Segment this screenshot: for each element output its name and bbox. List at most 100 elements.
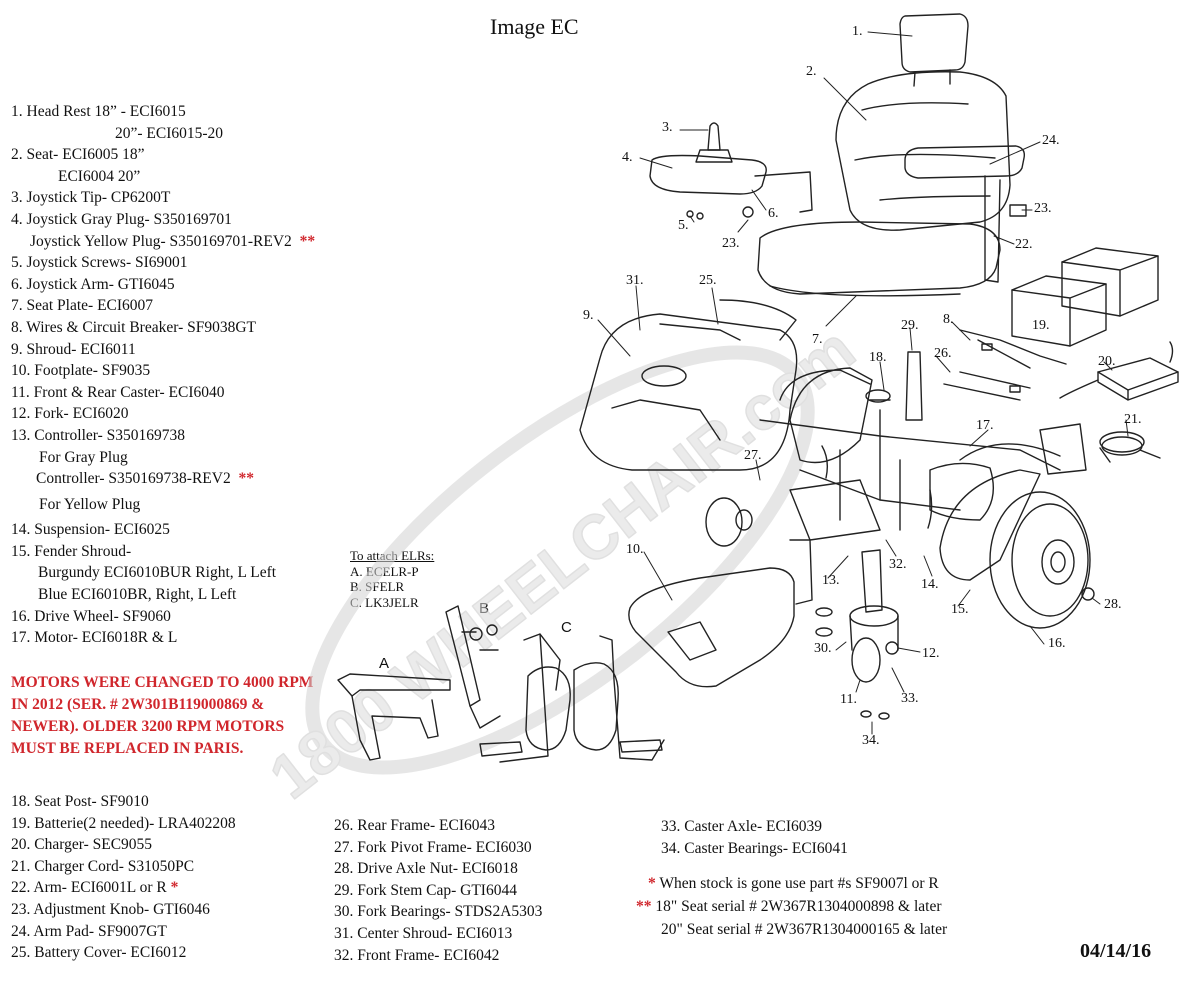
- callout-21: 21.: [1124, 412, 1142, 427]
- single-star-mark: *: [648, 875, 656, 892]
- chassis-frame: [759, 351, 1087, 541]
- part-17: 17. Motor- ECI6018R & L: [11, 629, 178, 647]
- callout-23b: 23.: [722, 236, 740, 251]
- part-19: 19. Batterie(2 needed)- LRA402208: [11, 814, 236, 832]
- part-14: 14. Suspension- ECI6025: [11, 521, 170, 539]
- part-15-blue: Blue ECI6010BR, Right, L Left: [38, 586, 237, 604]
- part-7: 7. Seat Plate- ECI6007: [11, 297, 154, 315]
- part-27: 27. Fork Pivot Frame- ECI6030: [334, 838, 532, 856]
- part-32: 32. Front Frame- ECI6042: [334, 946, 500, 964]
- callout-11: 11.: [840, 692, 857, 707]
- callout-30: 30.: [814, 641, 832, 656]
- part-6: 6. Joystick Arm- GTI6045: [11, 275, 175, 293]
- part-28: 28. Drive Axle Nut- ECI6018: [334, 860, 518, 878]
- parts-list-left: 1. Head Rest 18” - ECI6015 20”- ECI6015-…: [11, 101, 315, 649]
- joystick-arm: [649, 122, 813, 220]
- callout-leaders: [597, 31, 1129, 735]
- part-13-alt: Controller- S350169738-REV2 **: [36, 470, 254, 488]
- note-2: ** 18" Seat serial # 2W367R1304000898 & …: [636, 898, 942, 915]
- callout-1: 1.: [852, 24, 863, 39]
- callout-15: 15.: [951, 602, 969, 617]
- part-4-alt: Joystick Yellow Plug- S350169701-REV2 **: [30, 232, 316, 250]
- serial-notes: * When stock is gone use part #s SF9007l…: [636, 872, 947, 941]
- footplate: [628, 539, 813, 688]
- callout-3: 3.: [662, 120, 673, 135]
- callout-12: 12.: [922, 646, 940, 661]
- part-25: 25. Battery Cover- ECI6012: [11, 944, 187, 962]
- callout-5: 5.: [678, 218, 689, 233]
- part-22: 22. Arm- ECI6001L or R *: [11, 879, 179, 897]
- callout-23a: 23.: [1034, 201, 1052, 216]
- part-4: 4. Joystick Gray Plug- S350169701: [11, 210, 232, 228]
- callout-18: 18.: [869, 350, 887, 365]
- callout-28: 28.: [1104, 597, 1122, 612]
- callout-7: 7.: [812, 332, 823, 347]
- head-rest: [899, 13, 969, 87]
- callout-34: 34.: [862, 733, 880, 748]
- part-16: 16. Drive Wheel- SF9060: [11, 607, 171, 625]
- callout-10: 10.: [626, 542, 644, 557]
- part-26: 26. Rear Frame- ECI6043: [334, 817, 495, 834]
- callout-32: 32.: [889, 557, 907, 572]
- revision-date: 04/14/16: [1080, 940, 1152, 962]
- elr-letter-b: B: [479, 600, 490, 617]
- note-1: * When stock is gone use part #s SF9007l…: [648, 875, 939, 892]
- parts-list-bottom-left: 18. Seat Post- SF9010 19. Batterie(2 nee…: [11, 791, 236, 964]
- rear-drive-wheel: [789, 367, 873, 464]
- callout-20: 20.: [1098, 354, 1116, 369]
- part-31: 31. Center Shroud- ECI6013: [334, 924, 513, 942]
- seat-cushion: [757, 221, 1001, 297]
- single-star-mark: *: [170, 879, 179, 897]
- part-13-gray: For Gray Plug: [39, 448, 128, 466]
- part-8: 8. Wires & Circuit Breaker- SF9038GT: [11, 318, 257, 336]
- part-29: 29. Fork Stem Cap- GTI6044: [334, 881, 517, 899]
- callout-6: 6.: [768, 206, 779, 221]
- part-23: 23. Adjustment Knob- GTI6046: [11, 900, 210, 918]
- callout-13: 13.: [822, 573, 840, 588]
- callout-9: 9.: [583, 308, 594, 323]
- elr-item-c: C. LK3JELR: [350, 594, 419, 610]
- callout-16: 16.: [1048, 636, 1066, 651]
- right-arm: [904, 145, 1027, 283]
- elr-bracket-b: [445, 605, 501, 729]
- part-20: 20. Charger- SEC9055: [11, 836, 153, 854]
- note-3: 20" Seat serial # 2W367R1304000165 & lat…: [661, 921, 948, 938]
- seat-back: [835, 71, 1011, 231]
- elr-letter-c: C: [561, 619, 572, 636]
- part-24: 24. Arm Pad- SF9007GT: [11, 922, 167, 940]
- parts-list-bottom-right: 33. Caster Axle- ECI6039 34. Caster Bear…: [661, 816, 848, 859]
- part-2: 2. Seat- ECI6005 18”: [11, 146, 145, 164]
- part-18: 18. Seat Post- SF9010: [11, 793, 149, 810]
- double-star-mark: **: [238, 470, 254, 488]
- part-9: 9. Shroud- ECI6011: [11, 340, 136, 358]
- part-1-alt: 20”- ECI6015-20: [115, 124, 224, 142]
- part-5: 5. Joystick Screws- SI69001: [11, 254, 188, 272]
- front-caster-left: [705, 497, 753, 547]
- part-2-alt: ECI6004 20”: [58, 167, 141, 185]
- part-13-yellow: For Yellow Plug: [39, 495, 141, 513]
- callout-29: 29.: [901, 318, 919, 333]
- callout-4: 4.: [622, 150, 633, 165]
- part-1: 1. Head Rest 18” - ECI6015: [11, 103, 186, 120]
- part-3: 3. Joystick Tip- CP6200T: [11, 189, 171, 207]
- elr-letter-a: A: [379, 655, 390, 672]
- callout-26: 26.: [934, 346, 952, 361]
- part-12: 12. Fork- ECI6020: [11, 405, 129, 423]
- callout-14: 14.: [921, 577, 939, 592]
- callout-2: 2.: [806, 64, 817, 79]
- shroud: [579, 299, 798, 471]
- charger: [1059, 341, 1179, 463]
- callout-25: 25.: [699, 273, 717, 288]
- diagram-title: Image EC: [490, 14, 579, 39]
- part-33: 33. Caster Axle- ECI6039: [661, 818, 823, 835]
- callout-24: 24.: [1042, 133, 1060, 148]
- part-15: 15. Fender Shroud-: [11, 542, 132, 560]
- part-11: 11. Front & Rear Caster- ECI6040: [11, 383, 225, 401]
- fender-shroud: [939, 469, 1041, 581]
- callout-8: 8.: [943, 312, 954, 327]
- callout-33: 33.: [901, 691, 919, 706]
- part-21: 21. Charger Cord- S31050PC: [11, 857, 195, 875]
- part-10: 10. Footplate- SF9035: [11, 362, 151, 380]
- callout-19: 19.: [1032, 318, 1050, 333]
